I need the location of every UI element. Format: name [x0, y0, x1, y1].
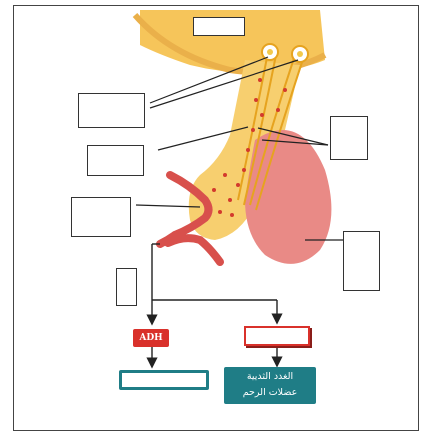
hormone-label-box[interactable]: [244, 326, 310, 346]
oxytocin-target-box: الغدد الثديية عضلات الرحم: [224, 367, 316, 404]
label-box-neuron-bodies[interactable]: [78, 93, 145, 128]
label-box-right-neurons[interactable]: [330, 116, 368, 160]
label-box-top[interactable]: [193, 17, 245, 36]
adh-hormone-label: ADH: [133, 329, 169, 347]
label-box-axons[interactable]: [87, 145, 144, 176]
adh-target-box[interactable]: [119, 370, 209, 390]
blood-vessel-lower: [168, 238, 220, 262]
target-line-2: عضلات الرحم: [224, 385, 316, 401]
target-line-1: الغدد الثديية: [224, 369, 316, 385]
label-box-posterior[interactable]: [71, 197, 131, 237]
label-box-anterior[interactable]: [343, 231, 380, 291]
nucleus-1: [267, 49, 273, 55]
label-box-vessel[interactable]: [116, 268, 137, 306]
nucleus-2: [297, 51, 303, 57]
anterior-lobe: [245, 130, 331, 264]
